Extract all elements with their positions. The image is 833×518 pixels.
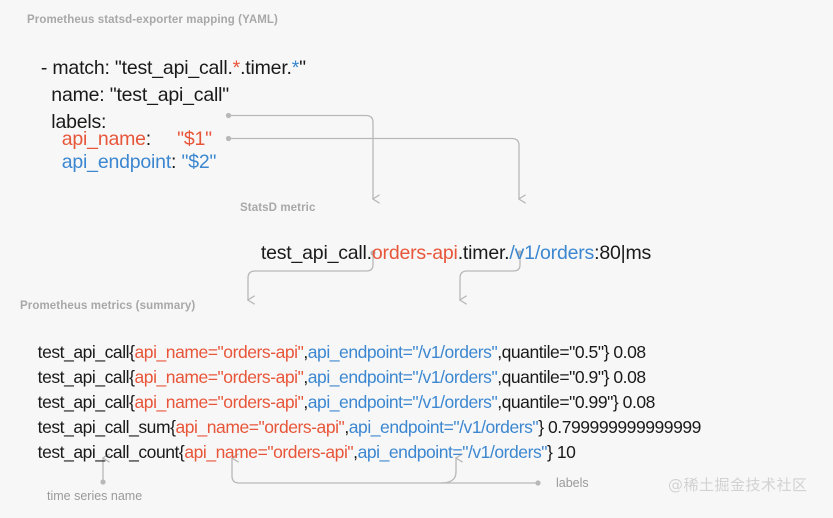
yaml-line-api-name: api_name: "$1" [20, 105, 212, 174]
prom-line-quantile-050: test_api_call{api_name="orders-api",api_… [20, 321, 646, 384]
yaml-api-endpoint-value: "$2" [181, 151, 217, 173]
yaml-line-match: - match: "test_api_call.*.timer.*" [20, 34, 306, 103]
yaml-api-name-colon: : [145, 128, 178, 150]
prom-q050-comma: , [303, 342, 308, 362]
prom-line-count: test_api_call_count{api_name="orders-api… [20, 421, 576, 484]
prom-q090-comma: , [303, 367, 308, 387]
prometheus-section-label: Prometheus metrics (summary) [20, 300, 196, 312]
annotation-time-series-name: time series name [47, 489, 143, 503]
prom-line-quantile-099: test_api_call{api_name="orders-api",api_… [20, 371, 656, 434]
yaml-line-api-endpoint: api_endpoint: "$2" [20, 128, 217, 197]
prom-q099-comma: , [303, 392, 308, 412]
prom-line-quantile-090: test_api_call{api_name="orders-api",api_… [20, 346, 646, 409]
prom-q050-name: test_api_call{ [37, 342, 135, 362]
statsd-metric-line: test_api_call.orders-api.timer./v1/order… [240, 219, 651, 288]
prom-q099-name: test_api_call{ [37, 392, 135, 412]
annotation-labels: labels [556, 476, 589, 490]
yaml-line-labels: labels: [20, 88, 106, 157]
prom-q090-name: test_api_call{ [37, 367, 135, 387]
prom-q050-tail: ,quantile="0.5"} 0.08 [497, 342, 646, 362]
yaml-match-timer: .timer. [240, 57, 292, 79]
prom-sum-value: } 0.799999999999999 [538, 417, 701, 437]
yaml-api-endpoint-colon: : [171, 151, 182, 173]
watermark: @稀土掘金技术社区 [668, 476, 808, 494]
prom-sum-comma: , [344, 417, 349, 437]
prom-q099-tail: ,quantile="0.99"} 0.08 [497, 392, 655, 412]
yaml-api-endpoint-key: api_endpoint [40, 151, 172, 173]
statsd-metric-value: :80|ms [594, 242, 652, 264]
yaml-api-name-key: api_name [40, 128, 146, 150]
prom-q050-api-name: api_name="orders-api" [134, 342, 304, 362]
prom-q050-endpoint: api_endpoint="/v1/orders" [307, 342, 498, 362]
prom-line-sum: test_api_call_sum{api_name="orders-api",… [20, 396, 702, 459]
connector-api-endpoint-to-statsd [225, 135, 519, 199]
prom-sum-endpoint: api_endpoint="/v1/orders" [348, 417, 539, 437]
prom-sum-name: test_api_call_sum{ [37, 417, 176, 437]
yaml-name-text: name: "test_api_call" [40, 84, 229, 106]
prom-q090-endpoint: api_endpoint="/v1/orders" [307, 367, 498, 387]
yaml-line-name: name: "test_api_call" [20, 61, 229, 130]
prom-count-endpoint: api_endpoint="/v1/orders" [357, 442, 548, 462]
yaml-api-name-value: "$1" [177, 128, 212, 150]
yaml-match-suffix: " [299, 57, 306, 79]
yaml-match-prefix: - match: "test_api_call. [40, 57, 233, 79]
prom-count-api-name: api_name="orders-api" [184, 442, 354, 462]
connector-api-name-to-statsd [225, 112, 373, 199]
statsd-section-label: StatsD metric [240, 202, 316, 214]
statsd-metric-endpoint: /v1/orders [509, 242, 595, 264]
prom-sum-api-name: api_name="orders-api" [175, 417, 345, 437]
yaml-section-label: Prometheus statsd-exporter mapping (YAML… [27, 14, 278, 26]
yaml-match-star-api-name: * [232, 57, 241, 79]
prom-q099-api-name: api_name="orders-api" [134, 392, 304, 412]
prom-count-name: test_api_call_count{ [37, 442, 185, 462]
statsd-metric-prefix: test_api_call. [260, 242, 372, 264]
prom-count-value: } 10 [547, 442, 576, 462]
prom-q090-tail: ,quantile="0.9"} 0.08 [497, 367, 646, 387]
yaml-labels-text: labels: [40, 111, 107, 133]
prom-count-comma: , [353, 442, 358, 462]
prom-q099-endpoint: api_endpoint="/v1/orders" [307, 392, 498, 412]
prom-q090-api-name: api_name="orders-api" [134, 367, 304, 387]
statsd-metric-api-name: orders-api [371, 242, 458, 264]
yaml-match-star-api-endpoint: * [291, 57, 300, 79]
statsd-metric-timer: .timer. [457, 242, 510, 264]
